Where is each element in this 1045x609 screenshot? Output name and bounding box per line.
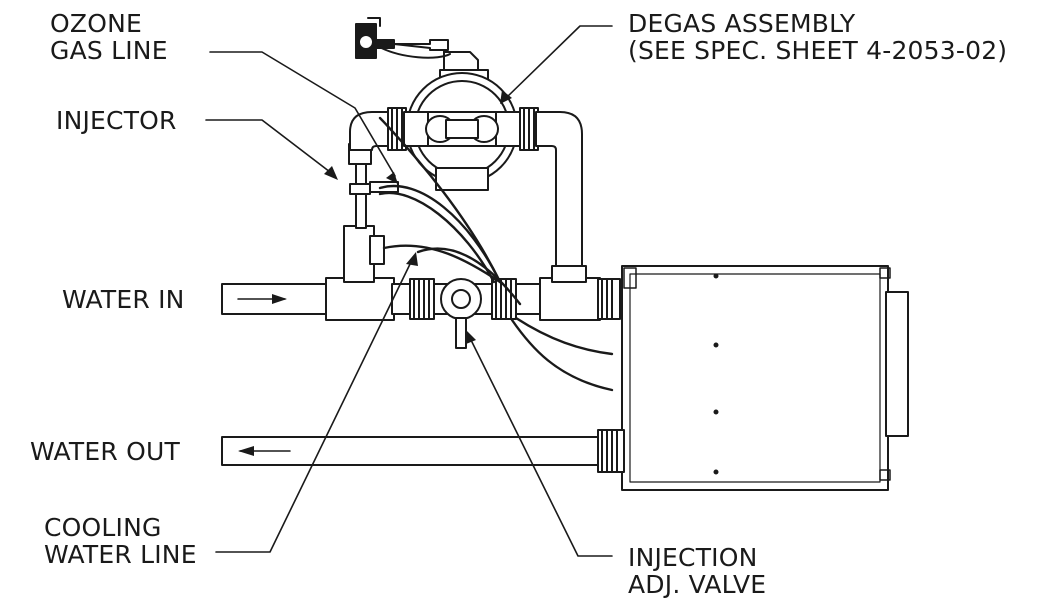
- label-degas-assembly-1: DEGAS ASSEMBLY: [628, 9, 856, 38]
- injection-adj-valve: [440, 278, 482, 349]
- injector-riser: [343, 143, 399, 283]
- label-ozone-gas-line-2: GAS LINE: [50, 36, 168, 65]
- label-degas-assembly: DEGAS ASSEMBLY (SEE SPEC. SHEET 4-2053-0…: [628, 10, 1007, 64]
- generator-cabinet: [621, 265, 909, 491]
- label-injection-adj-valve-2: ADJ. VALVE: [628, 570, 767, 599]
- label-water-out: WATER OUT: [30, 437, 180, 466]
- vent-valve: [355, 17, 451, 59]
- hoses: [378, 116, 614, 392]
- label-degas-assembly-2: (SEE SPEC. SHEET 4-2053-02): [628, 36, 1008, 65]
- label-ozone-gas-line: OZONE GAS LINE: [50, 10, 168, 64]
- degas-assembly: [403, 47, 521, 191]
- water-out-pipe: [221, 429, 625, 473]
- leader-lines: [205, 25, 613, 557]
- label-cooling-water-line-1: COOLING: [44, 513, 162, 542]
- label-water-in: WATER IN: [62, 285, 185, 314]
- label-injector: INJECTOR: [56, 106, 177, 135]
- label-injection-adj-valve: INJECTION ADJ. VALVE: [628, 544, 766, 598]
- label-cooling-water-line: COOLING WATER LINE: [44, 514, 197, 568]
- water-in-pipe: [221, 277, 621, 321]
- label-injection-adj-valve-1: INJECTION: [628, 543, 758, 572]
- label-ozone-gas-line-1: OZONE: [50, 9, 142, 38]
- label-cooling-water-line-2: WATER LINE: [44, 540, 197, 569]
- leader-arrowheads: [324, 90, 512, 344]
